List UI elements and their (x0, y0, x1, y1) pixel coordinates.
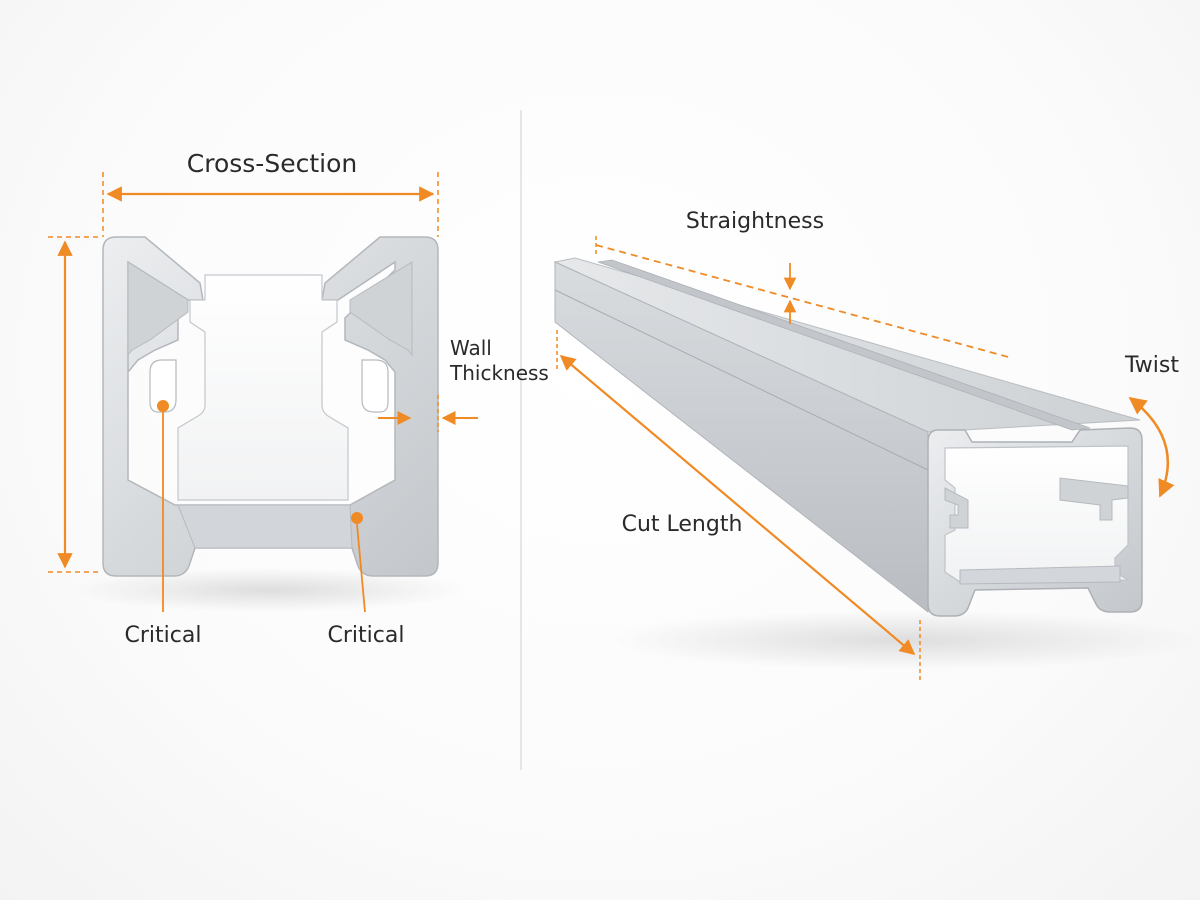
extrusion-inner-rail-right (1059, 477, 1129, 521)
left-hook-slot (149, 359, 177, 413)
extrusion-shadow (600, 610, 1200, 670)
critical-leader-right (356, 523, 366, 613)
critical-label-right: Critical (328, 623, 405, 648)
cut-length-label: Cut Length (622, 512, 743, 537)
wall-thickness-label-line1: Wall (450, 336, 492, 360)
cross-section-cavity (177, 274, 349, 501)
critical-point-left (157, 400, 169, 412)
extrusion-bottom-flange (959, 565, 1121, 585)
right-upper-pocket (349, 261, 413, 357)
cross-section-shadow (70, 568, 470, 612)
wall-thickness-label-line2: Thickness (449, 361, 549, 385)
right-hook-slot (361, 359, 389, 413)
extrusion-inner-rail-left (944, 487, 969, 529)
cut-length-dimension-arrow (559, 355, 916, 655)
critical-label-left: Critical (125, 623, 202, 648)
twist-label: Twist (1124, 353, 1179, 378)
twist-arrow (1128, 396, 1175, 498)
left-upper-pocket (127, 261, 189, 357)
straightness-label: Straightness (686, 209, 824, 234)
extrusion-panel: Straightness Twist Cut Length (553, 209, 1200, 680)
critical-point-right (351, 512, 363, 524)
bottom-channel (177, 504, 353, 549)
cross-section-panel: Cross-Section Wall Thickness Critical Cr… (48, 149, 549, 648)
cross-section-label: Cross-Section (187, 149, 357, 178)
